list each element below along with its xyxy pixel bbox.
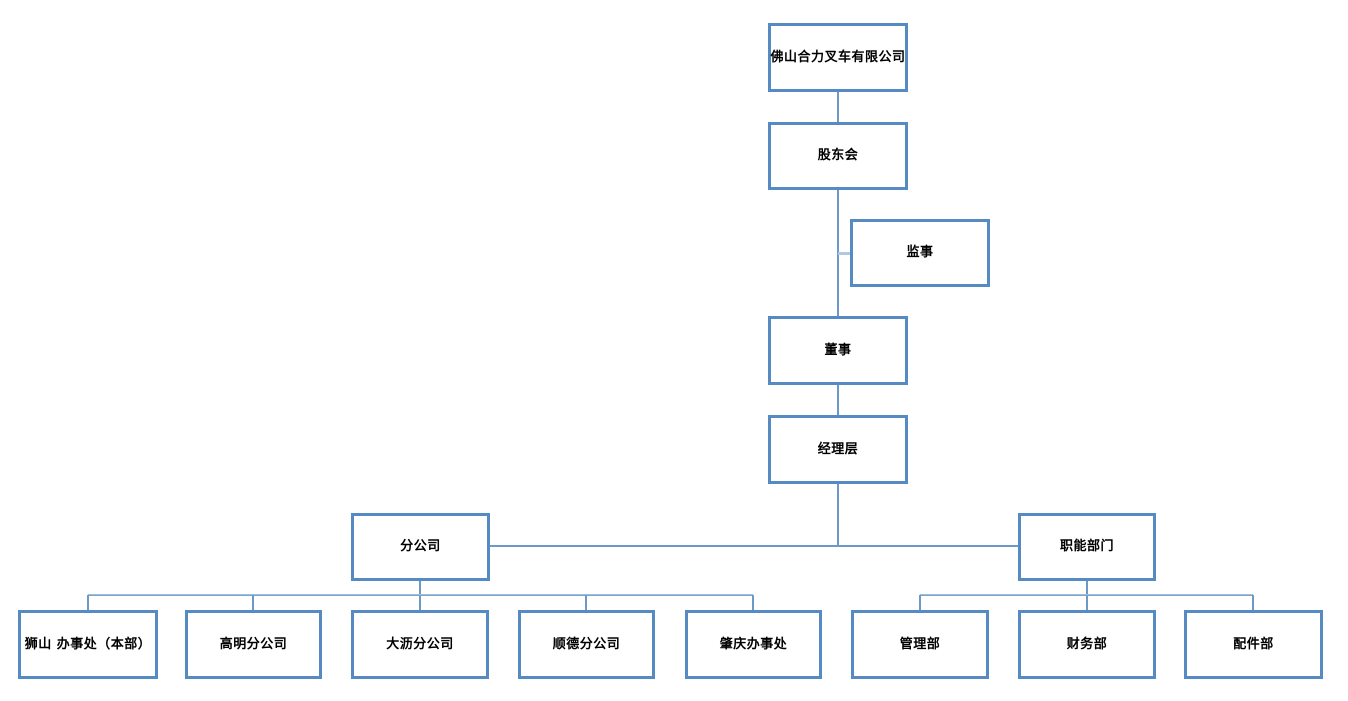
- connector-director-management: [837, 385, 839, 415]
- org-node-label-supervisor: 监事: [906, 245, 934, 261]
- org-node-label-peijian-dept: 配件部: [1233, 636, 1274, 652]
- org-node-label-shunde: 顺德分公司: [552, 636, 621, 652]
- connector-right-bus-guanli-dept: [919, 595, 921, 610]
- org-node-branches: 分公司: [351, 513, 490, 581]
- org-node-peijian-dept: 配件部: [1184, 610, 1323, 679]
- org-node-label-branches: 分公司: [400, 539, 441, 555]
- org-node-caiwu-dept: 财务部: [1018, 610, 1156, 679]
- connector-management-split: [837, 484, 839, 546]
- org-node-label-functional: 职能部门: [1059, 539, 1114, 555]
- connector-trunk-supervisor: [838, 252, 850, 255]
- org-node-label-company: 佛山合力叉车有限公司: [770, 49, 906, 65]
- org-node-shareholders: 股东会: [768, 122, 908, 190]
- org-node-guanli-dept: 管理部: [851, 610, 989, 679]
- org-node-shunde: 顺德分公司: [518, 610, 655, 679]
- connector-left-bus-gaoming: [252, 595, 254, 610]
- connector-left-bus-zhaoqing: [752, 595, 754, 610]
- org-node-label-guanli-dept: 管理部: [899, 636, 941, 652]
- connector-company-shareholders: [837, 92, 839, 122]
- connector-right-bus-peijian-dept: [1252, 595, 1254, 610]
- connector-left-bus-shunde: [585, 595, 587, 610]
- org-node-gaoming: 高明分公司: [185, 610, 322, 679]
- org-node-company: 佛山合力叉车有限公司: [768, 23, 908, 92]
- org-node-label-dali: 大沥分公司: [386, 636, 454, 652]
- org-node-label-director: 董事: [824, 342, 852, 358]
- connector-left-bus-shishan: [87, 595, 89, 610]
- org-node-label-shishan: 狮山 办事处（本部）: [24, 636, 152, 652]
- org-node-dali: 大沥分公司: [351, 610, 489, 679]
- org-node-label-gaoming: 高明分公司: [219, 636, 288, 652]
- org-node-director: 董事: [768, 316, 908, 385]
- org-node-functional: 职能部门: [1018, 513, 1156, 581]
- connector-left-bus-left-bus: [88, 594, 753, 596]
- connector-branches-functional: [490, 545, 1018, 547]
- org-node-supervisor: 监事: [850, 219, 990, 287]
- org-node-shishan: 狮山 办事处（本部）: [18, 610, 158, 679]
- org-node-label-caiwu-dept: 财务部: [1066, 636, 1108, 652]
- org-node-label-shareholders: 股东会: [817, 148, 859, 164]
- org-node-label-zhaoqing: 肇庆办事处: [719, 636, 788, 652]
- org-node-label-management: 经理层: [817, 441, 859, 457]
- org-node-management: 经理层: [768, 415, 908, 484]
- connector-right-bus-right-bus: [920, 594, 1253, 596]
- org-node-zhaoqing: 肇庆办事处: [685, 610, 822, 679]
